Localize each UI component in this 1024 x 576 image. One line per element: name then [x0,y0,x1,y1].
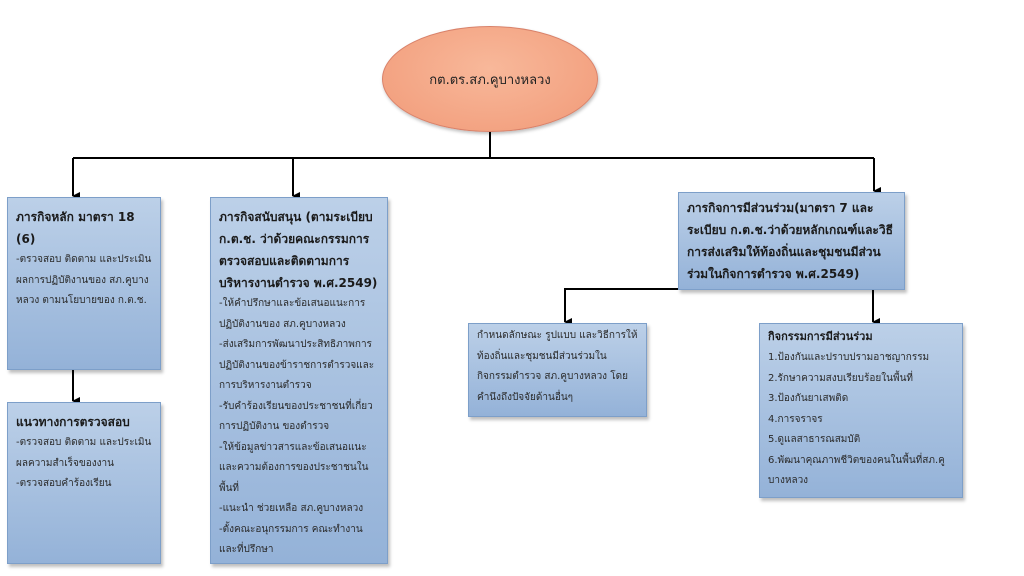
support-line: -รับคำร้องเรียนของประชาชนที่เกี่ยวการปฏิ… [219,400,373,433]
activity-item: 6.พัฒนาคุณภาพชีวิตของคนในพื้นที่สภ.คูบาง… [768,454,945,487]
activities-box: กิจกรรมการมีส่วนร่วม 1.ป้องกันและปราบปรา… [759,323,963,498]
activity-item: 5.ดูแลสาธารณสมบัติ [768,434,861,445]
participation-title: ภารกิจการมีส่วนร่วม(มาตรา 7 และระเบียบ ก… [687,201,893,281]
inspection-line: -ตรวจสอบคำร้องเรียน [16,478,112,489]
activity-item: 2.รักษาความสงบเรียบร้อยในพื้นที่ [768,372,913,384]
support-line: -แนะนำ ช่วยเหลือ สภ.คูบางหลวง [219,503,364,514]
support-line: -ให้คำปรึกษาและข้อเสนอแนะการปฏิบัติงานขอ… [219,298,366,330]
main-mission-line: -ตรวจสอบ ติดตาม และประเมินผลการปฏิบัติงา… [16,254,152,306]
inspection-title: แนวทางการตรวจสอบ [16,415,130,429]
inspection-line: -ตรวจสอบ ติดตาม และประเมินผลความสำเร็จขอ… [16,437,152,469]
main-mission-title: ภารกิจหลัก มาตรา 18 (6) [16,210,135,246]
support-line: -ส่งเสริมการพัฒนาประสิทธิภาพการปฏิบัติงา… [219,339,375,391]
activity-item: 3.ป้องกันยาเสพติด [768,393,849,404]
activity-item: 4.การจราจร [768,413,823,425]
arrow-to-criteria [564,288,678,326]
root-label: กต.ตร.สภ.คูบางหลวง [429,72,551,88]
criteria-box: กำหนดลักษณะ รูปแบบ และวิธีการให้ท้องถิ่น… [468,323,647,417]
inspection-box: แนวทางการตรวจสอบ -ตรวจสอบ ติดตาม และประเ… [7,402,161,564]
participation-box: ภารกิจการมีส่วนร่วม(มาตรา 7 และระเบียบ ก… [678,192,905,290]
support-line: -ให้ข้อมูลข่าวสารและข้อเสนอแนะและความต้อ… [219,441,369,494]
activity-item: 1.ป้องกันและปราบปรามอาชญากรรม [768,352,930,363]
main-mission-box: ภารกิจหลัก มาตรา 18 (6) -ตรวจสอบ ติดตาม … [7,197,161,370]
support-box: ภารกิจสนับสนุน (ตามระเบียบ ก.ต.ช. ว่าด้ว… [210,197,388,564]
support-line: -ตั้งคณะอนุกรรมการ คณะทำงานและที่ปรึกษา [219,523,363,556]
support-title: ภารกิจสนับสนุน (ตามระเบียบ ก.ต.ช. ว่าด้ว… [219,210,378,290]
criteria-line: กำหนดลักษณะ รูปแบบ และวิธีการให้ท้องถิ่น… [477,330,638,403]
activities-title: กิจกรรมการมีส่วนร่วม [768,330,873,343]
root-node: กต.ตร.สภ.คูบางหลวง [382,26,598,132]
